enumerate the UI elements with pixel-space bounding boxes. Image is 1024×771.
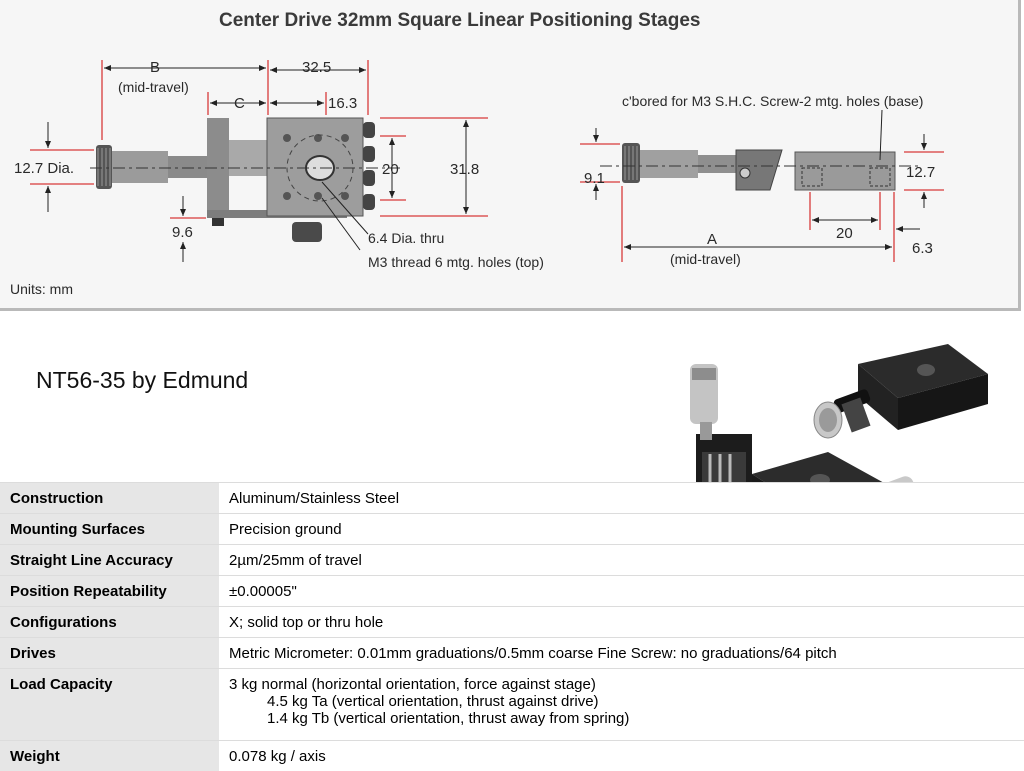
right-dimension-lines <box>580 143 944 262</box>
mounting-holes <box>283 134 349 200</box>
dim-9-6: 9.6 <box>172 224 193 241</box>
stage-side-body <box>794 151 896 191</box>
spec-label: Mounting Surfaces <box>0 513 219 545</box>
label-m3-top: M3 thread 6 mtg. holes (top) <box>368 254 544 270</box>
micrometer-barrel <box>112 151 168 183</box>
spec-row-straight-line-accuracy: Straight Line Accuracy 2µm/25mm of trave… <box>0 544 1024 576</box>
right-dimension-arrows <box>593 109 927 250</box>
label-hole-dia: 6.4 Dia. thru <box>368 230 444 246</box>
spec-value: ±0.00005" <box>219 575 1024 607</box>
spec-value: Aluminum/Stainless Steel <box>219 482 1024 514</box>
spec-label: Straight Line Accuracy <box>0 544 219 576</box>
drawing-title: Center Drive 32mm Square Linear Position… <box>219 10 700 31</box>
stage-top-view <box>90 117 400 242</box>
dim-20-right: 20 <box>836 225 853 242</box>
dim-6-3: 6.3 <box>912 240 933 257</box>
spec-value: 2µm/25mm of travel <box>219 544 1024 576</box>
dim-mid-travel-right: (mid-travel) <box>670 251 741 267</box>
spec-label: Drives <box>0 637 219 669</box>
spec-value: Metric Micrometer: 0.01mm graduations/0.… <box>219 637 1024 669</box>
dim-32-5: 32.5 <box>302 59 331 76</box>
label-cbored: c'bored for M3 S.H.C. Screw-2 mtg. holes… <box>622 93 923 109</box>
drive-bracket <box>207 118 229 218</box>
spec-label: Construction <box>0 482 219 514</box>
single-stage-photo <box>813 344 988 439</box>
spec-row-mounting-surfaces: Mounting Surfaces Precision ground <box>0 513 1024 545</box>
spec-row-construction: Construction Aluminum/Stainless Steel <box>0 482 1024 514</box>
left-dimension-arrows <box>45 65 469 262</box>
spec-value: Precision ground <box>219 513 1024 545</box>
dim-12-7-right: 12.7 <box>906 164 935 181</box>
spec-label: Weight <box>0 740 219 771</box>
technical-drawing-panel: Center Drive 32mm Square Linear Position… <box>0 0 1021 311</box>
dim-a: A <box>707 231 717 248</box>
dim-9-1: 9.1 <box>584 170 605 187</box>
dim-b: B <box>150 59 160 76</box>
dim-mid-travel-left: (mid-travel) <box>118 79 189 95</box>
spec-value: 3 kg normal (horizontal orientation, for… <box>219 668 1024 741</box>
spec-row-position-repeatability: Position Repeatability ±0.00005" <box>0 575 1024 607</box>
technical-drawing: Center Drive 32mm Square Linear Position… <box>10 10 944 297</box>
spec-value-line: 3 kg normal (horizontal orientation, for… <box>229 676 596 693</box>
spec-label: Position Repeatability <box>0 575 219 607</box>
spec-row-drives: Drives Metric Micrometer: 0.01mm graduat… <box>0 637 1024 669</box>
stage-side-view <box>600 143 920 191</box>
micrometer-knob <box>96 145 112 189</box>
spec-value: X; solid top or thru hole <box>219 606 1024 638</box>
dim-12-7-dia: 12.7 Dia. <box>14 160 74 177</box>
dim-c: C <box>234 95 245 112</box>
side-bracket <box>735 149 783 191</box>
spec-row-load-capacity: Load Capacity 3 kg normal (horizontal or… <box>0 668 1024 741</box>
spec-label: Load Capacity <box>0 668 219 741</box>
micrometer-knob-side <box>622 143 640 183</box>
spec-value: 0.078 kg / axis <box>219 740 1024 771</box>
spec-row-configurations: Configurations X; solid top or thru hole <box>0 606 1024 638</box>
spec-table: Construction Aluminum/Stainless Steel Mo… <box>0 482 1024 771</box>
dim-16-3: 16.3 <box>328 95 357 112</box>
units-label: Units: mm <box>10 281 73 297</box>
spec-label: Configurations <box>0 606 219 638</box>
spec-value-line: 1.4 kg Tb (vertical orientation, thrust … <box>267 710 630 727</box>
dim-31-8: 31.8 <box>450 161 479 178</box>
lock-knob <box>292 222 322 242</box>
product-title: NT56-35 by Edmund <box>36 367 249 393</box>
spec-row-weight: Weight 0.078 kg / axis <box>0 740 1024 771</box>
dim-20-left: 20 <box>382 161 399 178</box>
left-dimension-lines <box>30 60 488 219</box>
spec-value-line: 4.5 kg Ta (vertical orientation, thrust … <box>267 693 599 710</box>
